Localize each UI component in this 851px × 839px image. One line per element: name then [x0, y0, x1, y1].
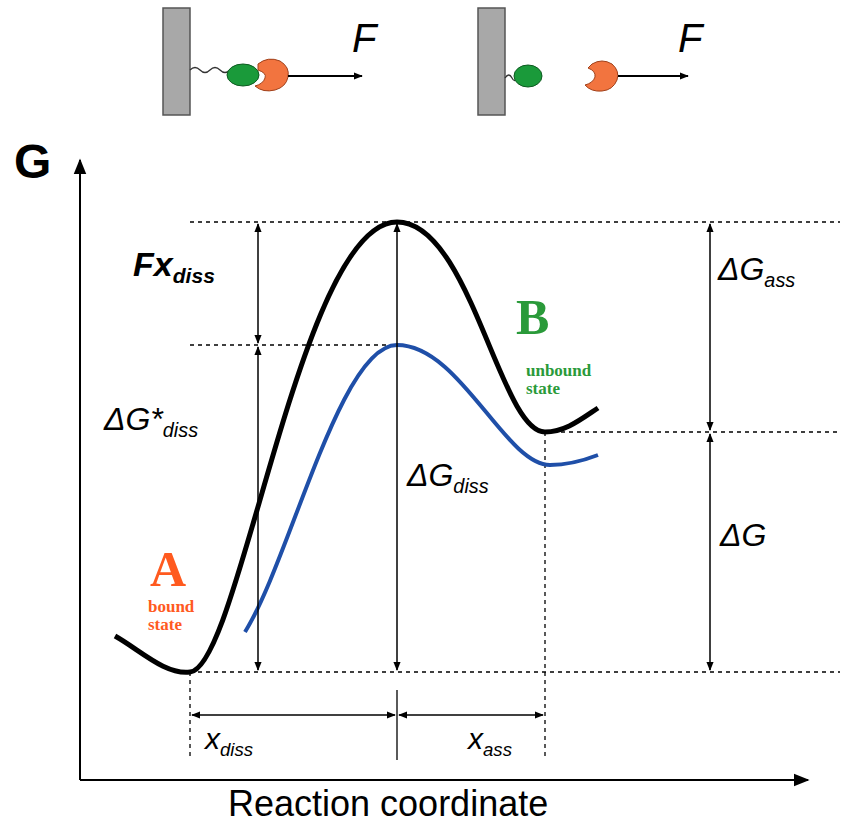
unbound-illustration	[478, 8, 688, 115]
energy-term: Fx	[133, 245, 173, 283]
peak-tick	[396, 690, 397, 760]
force-label-group: F	[678, 16, 702, 60]
energy-term: ΔG	[407, 457, 453, 493]
energy-term-group: ΔG*diss	[104, 402, 198, 442]
energy-term-group: ΔGdiss	[404, 458, 492, 498]
distance-label: x	[468, 722, 483, 755]
state-letter: A	[150, 541, 186, 597]
guide-lines	[190, 222, 840, 760]
axis-label: G	[14, 135, 51, 188]
state-name-group: bound state	[148, 598, 228, 634]
subscript: diss	[173, 264, 215, 287]
force-label: F	[352, 16, 376, 60]
state-letter-group: B	[516, 290, 549, 345]
force-label-group: F	[352, 16, 376, 60]
g-axis	[79, 160, 81, 780]
axis-label: Reaction coordinate	[228, 783, 548, 824]
axis-label-group: Reaction coordinate	[228, 784, 548, 824]
state-letter-group: A	[150, 542, 186, 597]
x-axis	[80, 779, 808, 781]
energy-term-group: ΔGass	[718, 252, 795, 292]
state-name: unbound state	[526, 361, 591, 398]
energy-term: ΔG	[718, 251, 764, 287]
distance-label-group: xdiss	[205, 722, 253, 760]
energy-curve	[115, 222, 598, 672]
subscript: diss	[220, 739, 253, 760]
state-letter: B	[516, 289, 549, 345]
subscript: diss	[163, 419, 198, 441]
force-label: F	[678, 16, 702, 60]
subscript: ass	[483, 739, 512, 760]
dimension-arrows	[192, 224, 710, 715]
bound-illustration	[163, 8, 362, 115]
energy-term: ΔG*	[104, 401, 163, 437]
energy-term-group: ΔG	[720, 518, 766, 553]
energy-term: ΔG	[720, 517, 766, 553]
distance-label: x	[205, 722, 220, 755]
distance-label-group: xass	[468, 722, 512, 760]
subscript: diss	[453, 475, 488, 497]
state-name-group: unbound state	[526, 362, 618, 398]
energy-term-group: Fxdiss	[133, 246, 215, 288]
axis-label-group: G	[14, 136, 51, 189]
state-name: bound state	[148, 597, 194, 634]
subscript: ass	[764, 269, 795, 291]
force-tilted-curve	[245, 345, 598, 632]
